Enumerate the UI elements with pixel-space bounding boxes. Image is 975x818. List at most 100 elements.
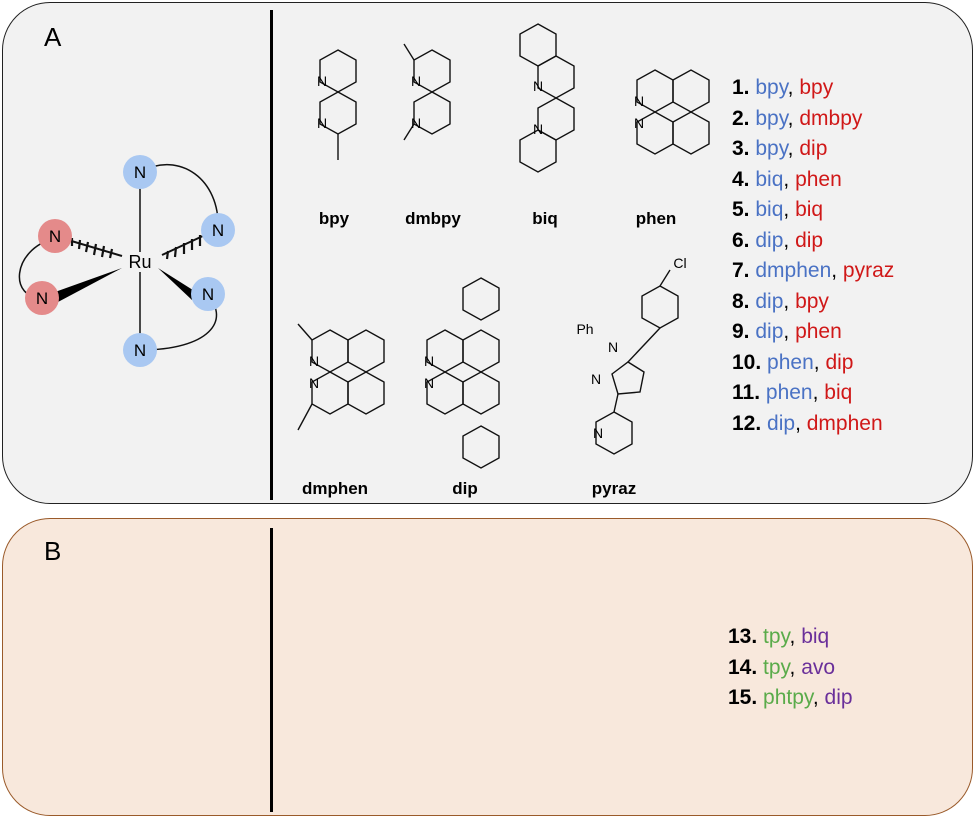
first-ligand: bpy: [755, 137, 788, 160]
ru-complex-a: [18, 163, 219, 351]
compound-number: 1.: [732, 76, 750, 99]
compound-number: 11.: [732, 381, 761, 404]
svg-text:N: N: [411, 73, 421, 89]
ligand-name: dip: [452, 479, 478, 498]
ligand-name: dmbpy: [405, 209, 461, 228]
first-ligand: dmphen: [755, 259, 832, 282]
compound-entry: 3. bpy, dip: [732, 137, 828, 160]
svg-text:N: N: [593, 425, 603, 441]
donor-label: N: [36, 289, 48, 308]
ligand-structure-dip: [426, 277, 500, 469]
compound-entry: 7. dmphen, pyraz: [732, 259, 895, 282]
compound-entry: 6. dip, dip: [732, 228, 824, 252]
donor-label: N: [134, 341, 146, 360]
compound-entry: 1. bpy, bpy: [732, 76, 834, 99]
svg-text:N: N: [634, 93, 644, 109]
n-atom-blue-top: [123, 155, 157, 189]
ligand-structure-bpy: [319, 49, 357, 160]
compound-number: 4.: [732, 167, 750, 191]
ligand-name: pyraz: [592, 479, 636, 498]
svg-text:N: N: [411, 115, 421, 131]
ligand-structure-pyraz: [595, 269, 679, 455]
ligand-structure-dmbpy: [403, 43, 451, 141]
ligand-structure-dmphen: [297, 323, 385, 431]
first-ligand: phtpy: [763, 686, 813, 709]
panel-b: [2, 518, 973, 816]
panel-a-divider: [270, 10, 273, 500]
second-ligand: biq: [824, 381, 853, 404]
svg-text:N: N: [309, 353, 319, 369]
donor-label: N: [49, 227, 61, 246]
second-ligand: dip: [799, 137, 828, 160]
first-ligand: tpy: [763, 625, 790, 648]
n-atom-blue-right-upper: [201, 213, 235, 247]
n-atom-red-upper: [38, 219, 72, 253]
svg-text:N: N: [591, 371, 601, 387]
first-ligand: dip: [755, 228, 784, 252]
second-ligand: biq: [801, 625, 830, 648]
second-ligand: pyraz: [842, 259, 895, 282]
second-ligand: avo: [801, 655, 836, 679]
compound-number: 5.: [732, 198, 750, 221]
ligand-structure-biq: [519, 23, 575, 173]
compound-number: 7.: [732, 259, 750, 282]
first-ligand: biq: [755, 198, 784, 221]
svg-text:N: N: [634, 115, 644, 131]
svg-text:N: N: [424, 375, 434, 391]
second-ligand: biq: [795, 198, 824, 221]
svg-text:Ph: Ph: [576, 321, 593, 337]
svg-text:N: N: [533, 78, 543, 94]
svg-text:Cl: Cl: [673, 255, 686, 271]
n-atom-blue-bottom: [123, 333, 157, 367]
first-ligand: dip: [755, 289, 784, 313]
ring-n-labels: N N N N N N N N N N N N N N N Ph Cl: [309, 73, 687, 441]
first-ligand: dip: [767, 411, 796, 435]
svg-text:N: N: [309, 375, 319, 391]
compound-list-b: 13. tpy, biq 14. tpy, avo 15. phtpy, dip: [728, 622, 853, 714]
n-atom-red-lower: [25, 281, 59, 315]
compound-number: 14.: [728, 655, 758, 679]
compound-entry: 12. dip, dmphen: [732, 411, 883, 435]
compound-number: 2.: [732, 106, 750, 130]
compound-entry: 8. dip, bpy: [732, 289, 829, 313]
compound-entry: 14. tpy, avo: [728, 655, 836, 679]
compound-entry: 10. phen, dip: [732, 350, 854, 374]
first-ligand: biq: [755, 167, 784, 191]
compound-number: 13.: [728, 625, 758, 648]
compound-entry: 13. tpy, biq: [728, 625, 830, 648]
compound-number: 10.: [732, 350, 762, 374]
panel-b-label: B: [44, 536, 62, 566]
compound-number: 15.: [728, 686, 758, 709]
compound-entry: 4. biq, phen: [732, 167, 842, 191]
panel-a: [2, 2, 973, 504]
second-ligand: bpy: [795, 289, 829, 313]
second-ligand: dip: [795, 228, 824, 252]
second-ligand: dmphen: [806, 411, 883, 435]
donor-label: N: [212, 221, 224, 240]
compound-number: 6.: [732, 228, 750, 252]
second-ligand: phen: [795, 167, 842, 191]
svg-text:N: N: [317, 73, 327, 89]
donor-label: N: [134, 163, 146, 182]
first-ligand: bpy: [755, 76, 788, 99]
compound-entry: 15. phtpy, dip: [728, 686, 853, 709]
compound-number: 3.: [732, 137, 750, 160]
second-ligand: dmbpy: [799, 106, 863, 130]
first-ligand: phen: [767, 350, 814, 374]
second-ligand: dip: [824, 686, 853, 709]
panel-b-divider: [270, 528, 273, 812]
svg-text:N: N: [608, 339, 618, 355]
compound-entry: 9. dip, phen: [732, 320, 842, 343]
donor-label: N: [202, 285, 214, 304]
second-ligand: phen: [795, 320, 842, 343]
ligand-name: biq: [532, 209, 558, 228]
ligand-structure-phen: [636, 69, 710, 155]
svg-text:N: N: [424, 353, 434, 369]
metal-label: Ru: [128, 252, 151, 272]
compound-number: 9.: [732, 320, 750, 343]
first-ligand: phen: [765, 381, 813, 404]
first-ligand: tpy: [763, 655, 790, 679]
second-ligand: bpy: [799, 76, 834, 99]
ligand-name: phen: [636, 209, 677, 228]
